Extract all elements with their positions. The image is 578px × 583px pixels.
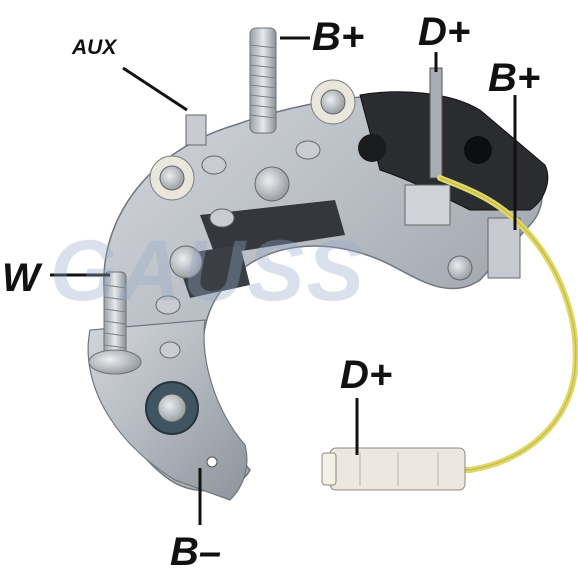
mount-hole — [206, 456, 218, 468]
d-plus-connector — [321, 447, 466, 491]
diode-strip — [200, 200, 345, 255]
aux-tab — [185, 114, 207, 146]
watermark: GAUSS — [50, 223, 366, 319]
label-d-plus-connector: D+ — [340, 353, 393, 397]
label-d-plus-top: D+ — [418, 10, 471, 54]
screw-heads — [149, 79, 473, 281]
diodes — [155, 140, 321, 359]
label-w: W — [2, 256, 40, 300]
label-aux: AUX — [72, 36, 117, 59]
leader-lines — [50, 36, 517, 525]
label-b-plus-right: B+ — [488, 56, 541, 100]
w-stud-base — [88, 349, 142, 375]
insulator-hole — [464, 136, 492, 164]
d-plus-clip — [404, 184, 451, 226]
label-b-minus: B– — [170, 530, 222, 574]
label-b-plus-top: B+ — [312, 15, 365, 59]
b-minus-nut — [157, 393, 187, 423]
d-plus-terminal — [429, 67, 443, 179]
